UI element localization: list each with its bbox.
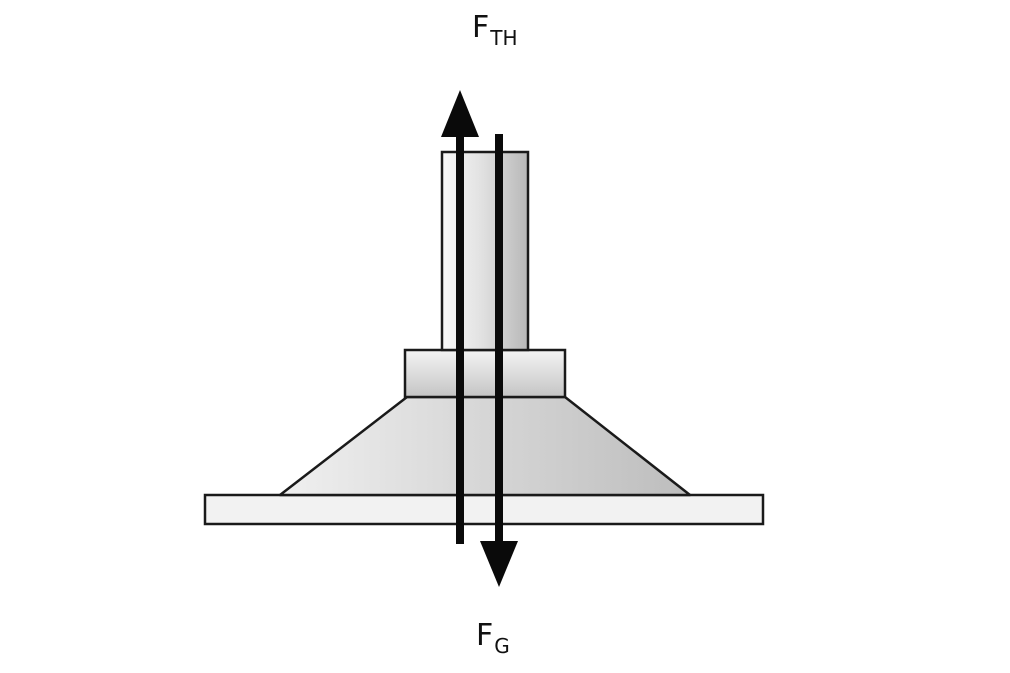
gravity-force-label: FG — [476, 618, 510, 658]
suction-cup-cone — [278, 395, 692, 497]
thrust-force-symbol: F — [472, 10, 490, 45]
base-plate — [203, 493, 765, 526]
gravity-force-symbol: F — [476, 618, 494, 653]
gravity-force-arrow — [480, 134, 518, 587]
thrust-force-subscript: TH — [490, 26, 518, 50]
collar — [403, 348, 567, 399]
shaft — [440, 150, 530, 352]
gravity-force-subscript: G — [494, 634, 510, 658]
thrust-force-label: FTH — [472, 10, 518, 50]
thrust-force-arrow — [441, 90, 479, 544]
